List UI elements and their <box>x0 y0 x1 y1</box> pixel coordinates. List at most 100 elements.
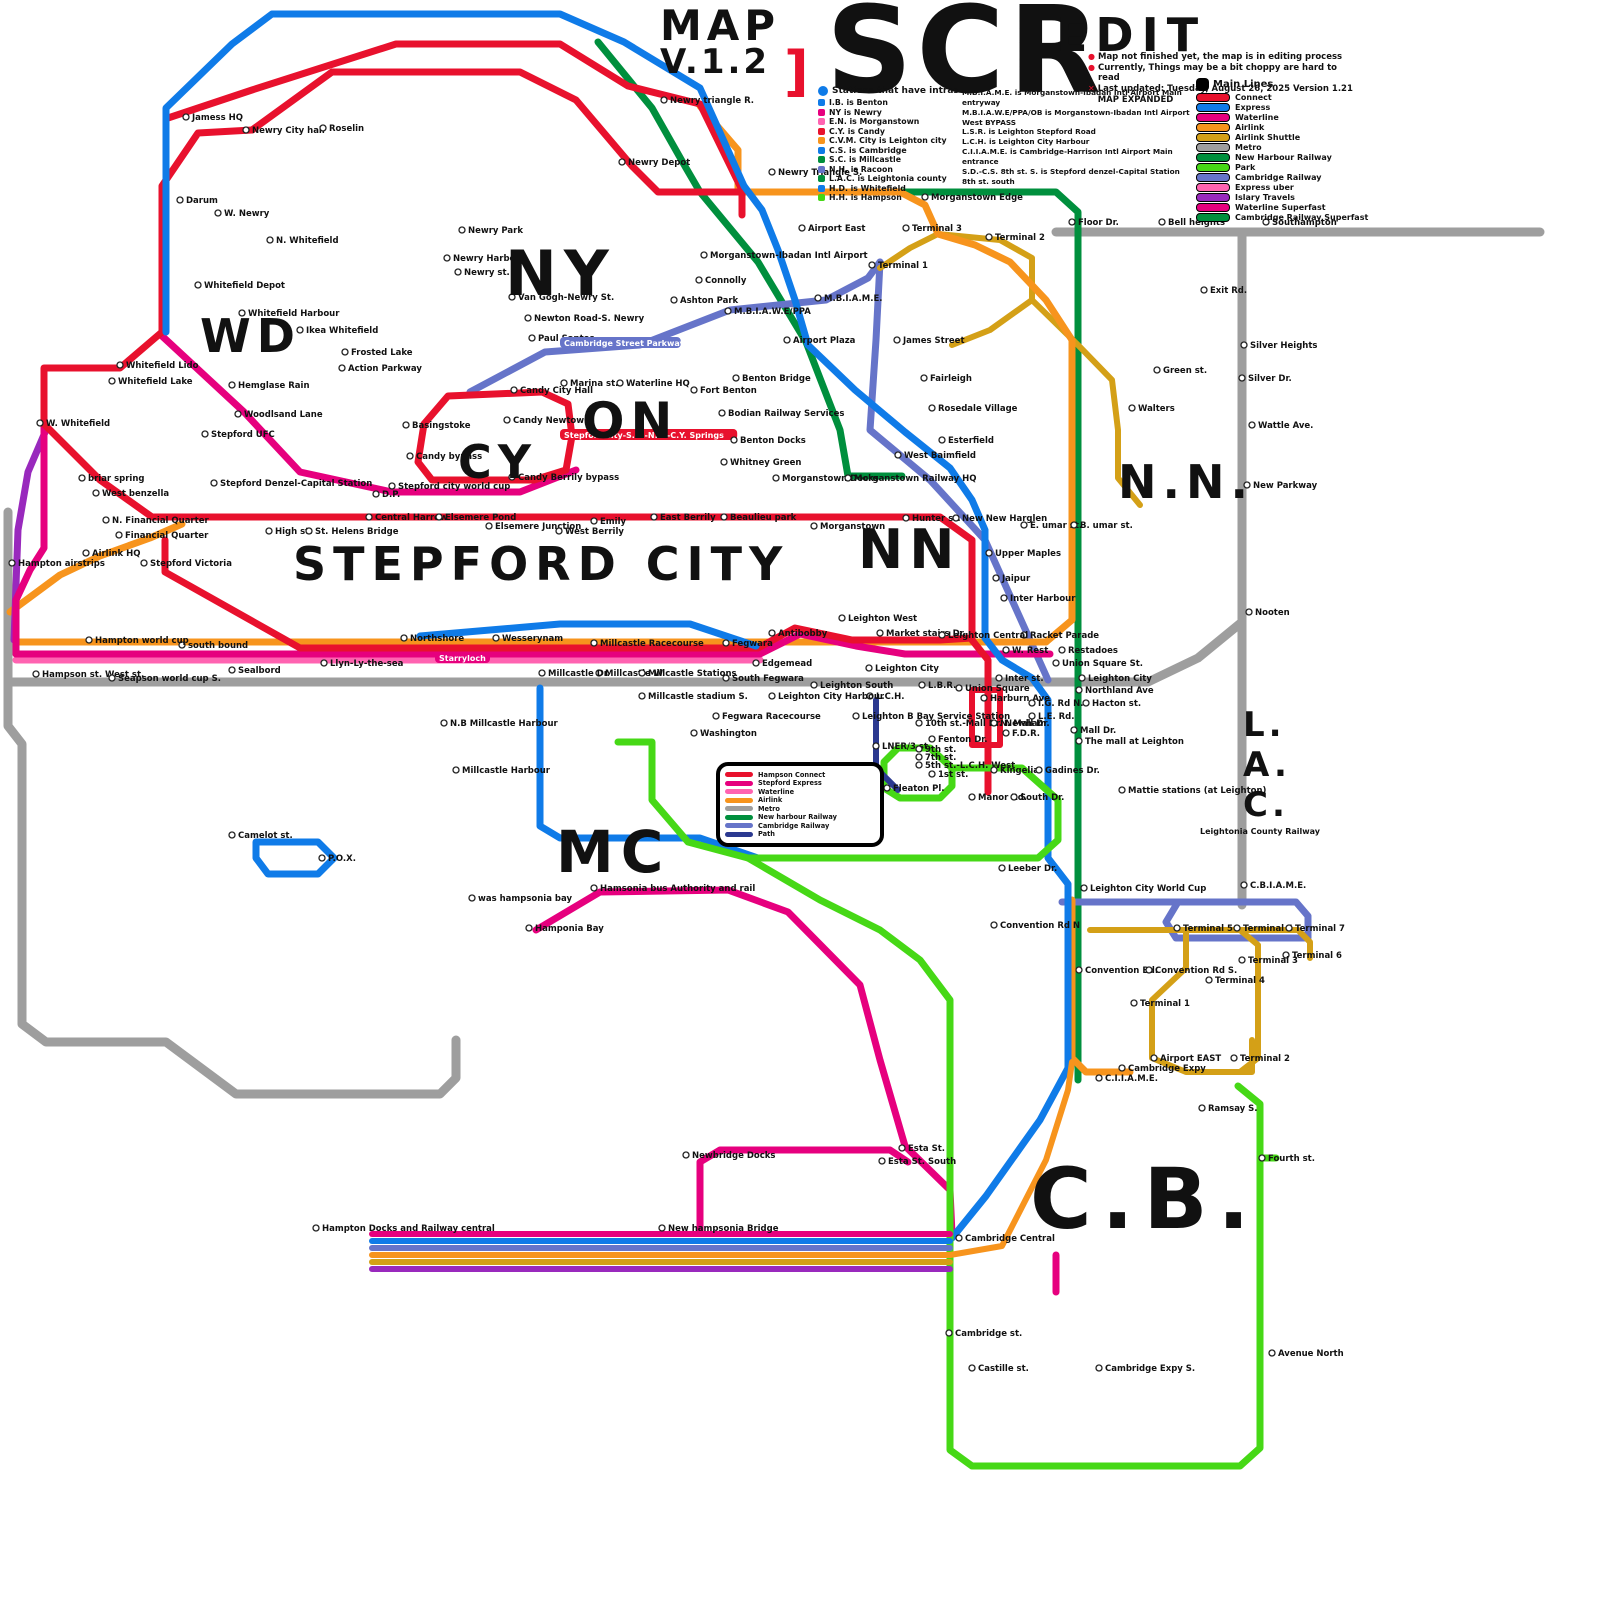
station-dot <box>995 674 1003 682</box>
legend-color-chip <box>818 118 825 125</box>
station-label: Hampton airstrips <box>18 559 105 569</box>
note-row: ●Map not finished yet, the map is in edi… <box>1088 52 1358 63</box>
line-waterline-nw <box>158 332 580 496</box>
station-dot <box>32 670 40 678</box>
station-dot <box>730 436 738 444</box>
station-dot <box>955 1234 963 1242</box>
legend-color-chip <box>1196 203 1230 212</box>
region-label: WD <box>200 309 301 363</box>
station-label: N.B Millcastle Harbour <box>450 719 559 729</box>
station-dot <box>660 96 668 104</box>
station-label: Stepford city-S.H.-N.R.-C.Y. Springs <box>564 431 724 440</box>
legend-label: Waterline <box>1235 113 1279 122</box>
station-dot <box>510 386 518 394</box>
station-dot <box>990 766 998 774</box>
station-dot <box>616 379 624 387</box>
station-dot <box>928 735 936 743</box>
station-dot <box>690 386 698 394</box>
legend-color-chip <box>725 797 753 803</box>
station-label: Hampton world cup <box>95 636 189 646</box>
station-label: Roselin <box>329 124 364 134</box>
station-dot <box>590 639 598 647</box>
region-label: L. <box>1243 705 1286 745</box>
station-dot <box>893 336 901 344</box>
station-label: Leeber Dr. <box>1008 864 1057 874</box>
legend-label: Airlink Shuttle <box>1235 133 1301 142</box>
station-dot <box>182 113 190 121</box>
station-dot <box>1058 646 1066 654</box>
station-label: New hampsonia Bridge <box>668 1224 779 1234</box>
station-dot <box>722 674 730 682</box>
station-dot <box>1035 766 1043 774</box>
legend-color-chip <box>818 194 825 201</box>
legend-color-chip <box>725 806 753 811</box>
line-express-center <box>416 620 760 650</box>
station-label: Southampton <box>1272 218 1337 228</box>
legend-row: Express <box>1196 103 1386 112</box>
station-dot <box>1118 1064 1126 1072</box>
station-label: Waterline HQ <box>626 379 690 389</box>
station-label: Elsemere Pond <box>445 513 516 523</box>
station-dot <box>952 514 960 522</box>
legend-main-title: Main Lines <box>1213 79 1274 90</box>
station-label: Nooten <box>1255 608 1290 618</box>
station-label: Market stairs Dr. <box>886 629 966 639</box>
legend-row: Airlink <box>725 796 875 804</box>
line-connect-main <box>178 513 992 796</box>
legend-label: C.S. is Cambridge <box>829 145 907 155</box>
legend-label: E.N. is Morganstown <box>829 117 920 126</box>
station-dot <box>318 854 326 862</box>
station-dot <box>1082 699 1090 707</box>
station-dot <box>140 559 148 567</box>
station-dot <box>1205 976 1213 984</box>
note-icon: ● <box>1088 52 1095 61</box>
station-label: Gadines Dr. <box>1045 766 1100 776</box>
station-label: Whitefield Lido <box>126 361 199 371</box>
legend-color-chip <box>1196 213 1230 222</box>
station-label: West Berrily <box>565 527 624 537</box>
station-dot <box>868 261 876 269</box>
legend-color-chip <box>818 146 825 154</box>
legend-row: NY is Newry <box>818 108 968 117</box>
legend-label: S.C. is Millcastle <box>829 155 901 164</box>
station-dot <box>440 719 448 727</box>
station-label: N. Mall Dr. <box>1000 719 1050 729</box>
station-label: Hampson st. West st. <box>42 670 144 680</box>
legend-color-chip <box>1196 113 1230 122</box>
station-label: Fort Benton <box>700 386 757 396</box>
station-dot <box>998 864 1006 872</box>
station-label: Leighton City <box>875 664 939 674</box>
station-label: Inter Harbour <box>1010 594 1076 604</box>
station-label: W. Newry <box>224 209 270 219</box>
station-dot <box>938 631 946 639</box>
station-label: Whitefield Depot <box>204 281 285 291</box>
line-airlink-top <box>696 102 942 238</box>
station-dot <box>82 549 90 557</box>
legend-row: Metro <box>1196 143 1386 152</box>
title-bracket: ] <box>784 40 809 103</box>
station-label: Exit Rd. <box>1210 286 1247 296</box>
station-label: Stepford Victoria <box>150 559 232 569</box>
station-label: Airport Plaza <box>793 336 856 346</box>
station-dot <box>238 309 246 317</box>
station-dot <box>338 364 346 372</box>
note-text: Last updated: Tuesday, August 26, 2025 V… <box>1097 83 1353 105</box>
station-dot <box>305 527 313 535</box>
line-metro-left <box>3 507 461 1099</box>
line-express-pox-loop <box>252 838 338 878</box>
station-label: West benzella <box>102 489 169 499</box>
station-label: Fegwara Racecourse <box>722 712 821 722</box>
legend-label: H.H. is Hampson <box>829 193 902 202</box>
station-dot <box>176 196 184 204</box>
station-dot <box>1002 729 1010 737</box>
legend-color-chip <box>1196 193 1230 202</box>
legend-row: New Harbour Railway <box>1196 153 1386 162</box>
legend-main-header: Main Lines <box>1196 78 1386 91</box>
station-dot <box>538 669 546 677</box>
station-dot <box>1128 404 1136 412</box>
line-waterline-newbridge <box>696 1146 912 1236</box>
legend-row: Hampson Connect <box>725 771 875 779</box>
legend-abbreviations: M.B.I.A.M.E. is Morganstown-Ibadan Intl … <box>962 88 1192 186</box>
legend-row: Express uber <box>1196 183 1386 192</box>
